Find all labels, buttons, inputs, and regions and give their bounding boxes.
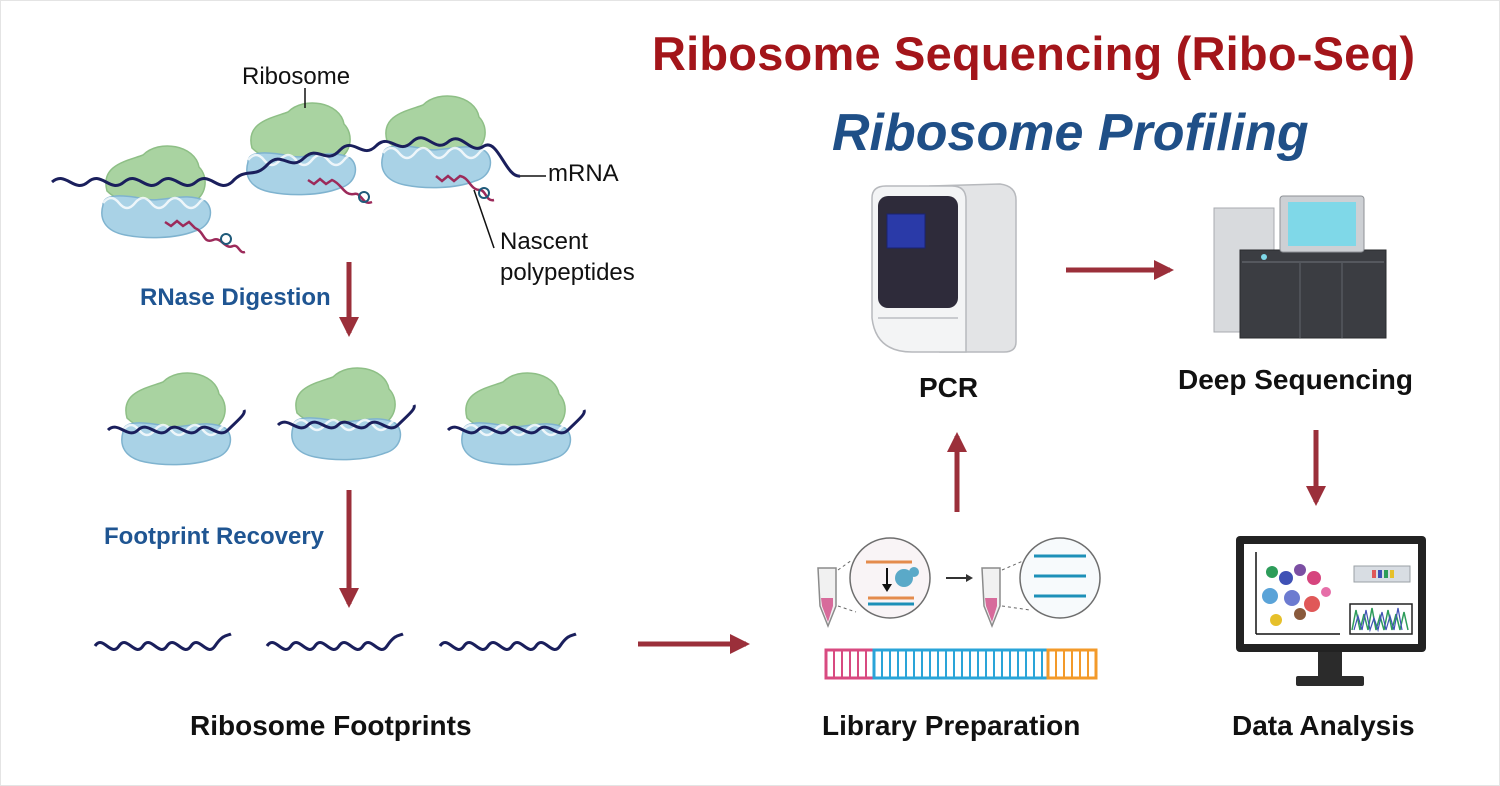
page-title: Ribosome Sequencing (Ribo-Seq) [652, 27, 1416, 80]
step-footprint-recovery: Footprint Recovery [104, 523, 325, 550]
step-data-analysis: Data Analysis [1232, 710, 1415, 741]
step-pcr: PCR [919, 372, 979, 403]
step-library-preparation: Library Preparation [822, 710, 1081, 741]
polypeptide-pointer [473, 189, 495, 249]
step-rnase-digestion: RNase Digestion [140, 284, 331, 311]
library-preparation-icon [817, 537, 1101, 680]
page-subtitle: Ribosome Profiling [832, 104, 1309, 162]
polypeptide-chain [164, 219, 246, 254]
cluster-plot-icon [1262, 564, 1331, 626]
ribosome-label: Ribosome [242, 63, 351, 90]
step-deep-sequencing: Deep Sequencing [1178, 364, 1413, 395]
nascent-label-line1: Nascent [500, 228, 589, 255]
step-ribosome-footprints: Ribosome Footprints [190, 710, 472, 741]
digested-ribosomes-icon [106, 366, 586, 466]
mrna-label: mRNA [548, 160, 619, 187]
ribosome-footprints-icon [93, 632, 577, 651]
sequencer-icon [1213, 195, 1387, 339]
nascent-polypeptides-label: Nascent polypeptides [500, 226, 635, 288]
data-monitor-icon [1236, 536, 1426, 686]
translating-ribosomes-icon [51, 88, 546, 254]
test-tube-icon [817, 567, 837, 629]
pcr-machine-icon [871, 183, 1017, 353]
nascent-label-line2: polypeptides [500, 259, 635, 286]
mrna-strand [51, 136, 521, 187]
